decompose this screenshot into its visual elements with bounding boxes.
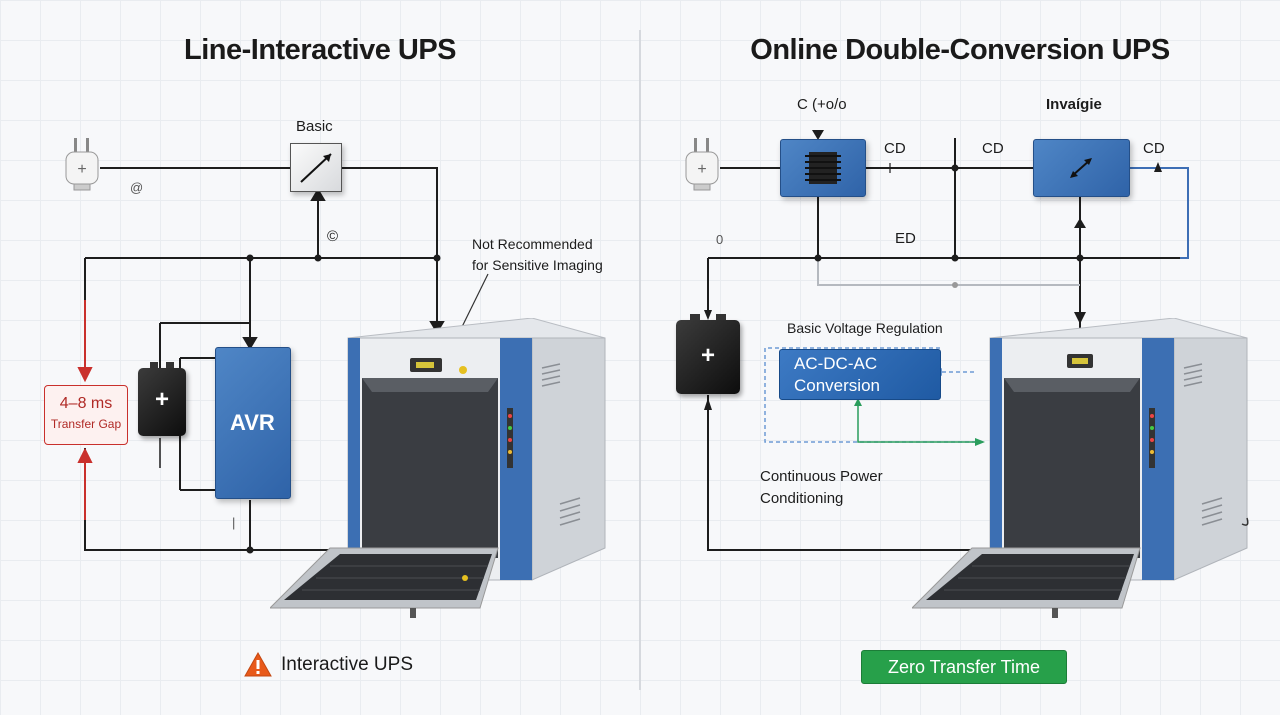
svg-text:+: + [77,161,86,178]
transfer-gap-time: 4–8 ms [59,395,113,412]
basic-voltage-label: Basic Voltage Regulation [787,320,943,336]
battery-right: + [676,314,740,394]
rectifier-block [780,139,866,197]
panel-divider [639,30,641,690]
bidirectional-arrow-icon [1070,158,1092,178]
continuous-power-label: Continuous Power Conditioning [760,466,883,510]
inverter-label: Invaígie [1046,96,1102,113]
transfer-gap-box: 4–8 ms Transfer Gap [44,385,128,445]
cd-label-1: CD [884,140,906,157]
tick-mark-label: | [232,515,236,530]
conversion-line1: AC-DC-AC [794,354,878,373]
conversion-line2: Conversion [794,376,880,395]
left-footer-text: Interactive UPS [281,653,413,675]
ac-dc-ac-conversion-box: AC-DC-AC Conversion [779,349,941,400]
continuous-line2: Conditioning [760,490,844,507]
continuous-line1: Continuous Power [760,468,883,485]
zero-transfer-badge: Zero Transfer Time [861,650,1067,684]
svg-text:+: + [697,161,706,178]
right-panel-title: Online Double-Conversion UPS [750,34,1170,66]
power-plug-icon: + [65,138,99,191]
zero-mark-label: 0 [716,232,724,247]
cd-label-2: CD [982,140,1004,157]
ed-label: ED [895,230,916,247]
cd-label-3: CD [1143,140,1165,157]
xray-scanner-right [912,318,1249,618]
a-mark-label: @ [130,180,144,195]
copyright-mark-label: © [327,228,339,245]
battery-plus-symbol: + [154,386,169,413]
battery-left: + [138,362,186,436]
warning-triangle-icon [244,651,272,677]
transfer-gap-label: Transfer Gap [50,417,122,431]
rectifier-label: C (+o/o [797,96,847,113]
battery-plus-symbol-right: + [700,342,715,369]
avr-label: AVR [230,410,275,435]
left-footer: Interactive UPS [243,651,413,678]
power-plug-icon-right: + [685,138,719,191]
not-recommended-callout: Not Recommended for Sensitive Imaging [472,236,603,273]
diagonal-arrow-icon [300,153,332,183]
basic-label: Basic [296,118,333,135]
xray-scanner-left [270,318,606,618]
avr-block: AVR [215,347,291,499]
inverter-block [1033,139,1130,197]
heatsink-icon [805,152,841,184]
left-panel-title: Line-Interactive UPS [183,34,457,66]
basic-regulator-block [290,143,342,192]
